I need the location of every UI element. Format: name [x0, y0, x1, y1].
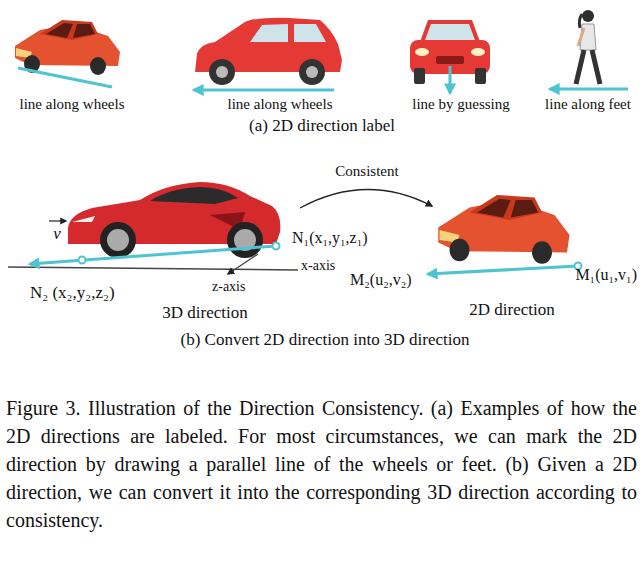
direction-label: line along wheels	[20, 96, 125, 113]
vector-label: v	[53, 224, 61, 244]
point-label: M₁(u₁,v₁)	[575, 266, 637, 284]
consistent-arrow	[300, 189, 432, 208]
direction-label: line along wheels	[228, 96, 333, 113]
direction-arrow	[550, 88, 628, 91]
direction-label: 3D direction	[162, 303, 247, 323]
direction-arrow-3d	[30, 246, 276, 264]
car-three-quarter	[15, 20, 120, 75]
direction-label: line along feet	[545, 96, 631, 113]
direction-arrow-2d	[428, 266, 578, 274]
subfigure-label: (b) Convert 2D direction into 3D directi…	[181, 330, 470, 350]
direction-label: 2D direction	[469, 300, 554, 320]
x-axis-line	[8, 267, 298, 270]
z-axis-arrow	[228, 254, 258, 274]
car-small	[438, 195, 569, 264]
arrow-label: Consistent	[335, 163, 398, 180]
axis-label: z-axis	[212, 279, 245, 295]
car-side	[195, 18, 342, 85]
point-dot	[79, 257, 86, 264]
vector-arrow	[49, 220, 66, 221]
subfigure-label: (a) 2D direction label	[249, 116, 395, 136]
point-label: N₁(x₁,y₁,z₁)	[292, 229, 368, 247]
figure-caption: Figure 3. Illustration of the Direction …	[6, 394, 637, 534]
point-label: N₂ (x₂,y₂,z₂)	[30, 283, 115, 303]
axis-label: x-axis	[301, 258, 335, 274]
point-label: M₂(u₂,v₂)	[350, 271, 412, 289]
point-dot	[273, 243, 280, 250]
direction-line	[18, 68, 112, 87]
direction-arrow	[449, 66, 452, 93]
pedestrian	[576, 10, 600, 84]
direction-label: line by guessing	[412, 96, 510, 113]
direction-arrow	[194, 89, 334, 92]
